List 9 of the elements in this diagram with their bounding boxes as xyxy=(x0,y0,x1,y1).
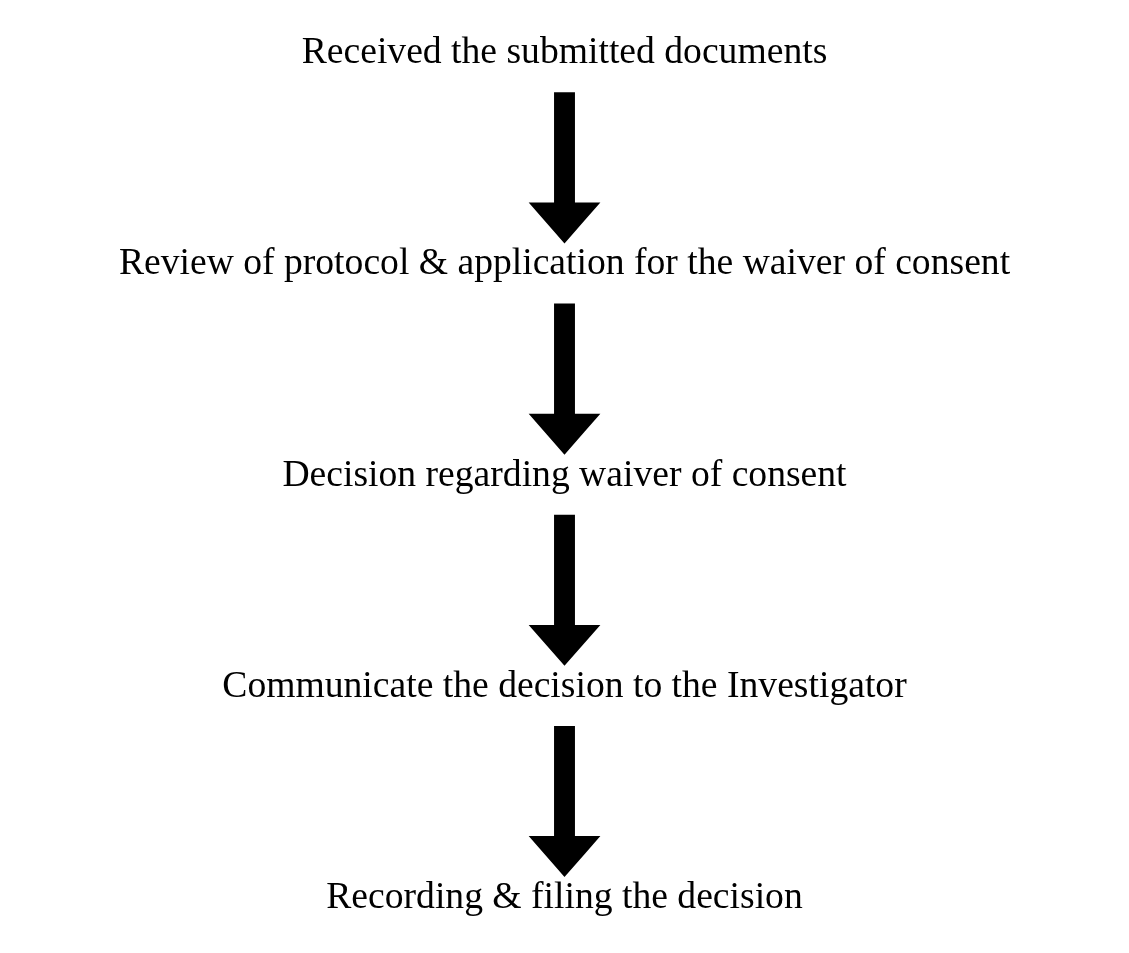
node-text: Review of protocol & application for the waiver of consent xyxy=(118,240,1011,283)
arrow xyxy=(528,303,601,455)
arrow xyxy=(528,514,601,666)
node-text: Received the submitted documents xyxy=(301,29,828,72)
node-text: Recording & filing the decision xyxy=(326,874,803,917)
arrow xyxy=(528,725,601,878)
node-text: Decision regarding waiver of consent xyxy=(282,451,847,494)
node-text: Communicate the decision to the Investigator xyxy=(222,662,907,705)
arrow xyxy=(528,92,601,244)
